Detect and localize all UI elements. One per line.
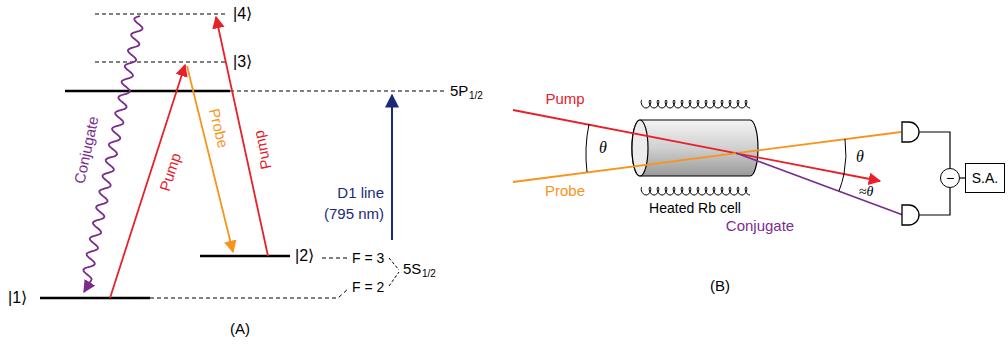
detector-wire [919, 132, 950, 168]
level-leader [230, 91, 444, 92]
pump-beam [513, 110, 880, 181]
level-label: 5P [450, 83, 468, 98]
heater-coil [641, 187, 750, 195]
angle-arc [844, 139, 846, 174]
excited-level [65, 90, 230, 93]
virtual-level [95, 14, 228, 15]
state-label: |1⟩ [8, 290, 27, 306]
pump-transition [110, 65, 185, 298]
heater-coil [641, 100, 750, 108]
level-subscript: 1/2 [422, 269, 436, 279]
wavelength-label: (795 nm) [324, 206, 384, 221]
transition-label: D1 line [337, 185, 384, 200]
level-leader [150, 288, 349, 298]
beam-label: Probe [545, 183, 585, 198]
level-subscript: 1/2 [469, 91, 483, 101]
subtractor-circle: − [940, 168, 960, 188]
beam-label: Pump [157, 151, 183, 193]
angle-label: θ [599, 140, 607, 156]
panel-label: (B) [710, 278, 730, 293]
node-text: S.A. [972, 171, 998, 185]
analyzer-box: S.A. [965, 163, 1005, 193]
d1-arrow [391, 95, 393, 240]
beam-label: Pump [251, 129, 274, 170]
virtual-level [95, 62, 228, 63]
angle-label: ≈θ [859, 185, 874, 199]
energy-levels [40, 14, 444, 298]
cell-label: Heated Rb cell [649, 201, 741, 215]
beam-label: Conjugate [726, 218, 794, 233]
node-text: − [946, 171, 954, 185]
probe-transition [187, 66, 233, 252]
probe-beam [513, 132, 901, 182]
setup [513, 100, 950, 225]
cell-window [632, 120, 648, 176]
hyperfine-label: F = 2 [352, 280, 384, 294]
photodetector [902, 205, 919, 225]
angle-arc [839, 174, 844, 191]
level-leader [322, 258, 348, 259]
level-label: 5S [403, 261, 421, 276]
beam-label: Pump [545, 91, 584, 106]
state-label: |4⟩ [233, 6, 252, 22]
beam-label: Probe [207, 107, 231, 149]
conjugate-beam [736, 153, 903, 215]
state-label: |3⟩ [233, 54, 252, 70]
hyperfine-bracket [389, 258, 399, 270]
rb-cell [632, 120, 758, 176]
beam-label: Conjugate [72, 115, 101, 185]
angle-label: θ [856, 149, 864, 165]
ground-level [200, 255, 290, 258]
angle-arc [586, 124, 589, 172]
photodetector [902, 122, 919, 142]
state-label: |2⟩ [295, 248, 314, 264]
ground-level [40, 297, 150, 300]
detector-wire [919, 188, 950, 215]
hyperfine-label: F = 3 [352, 251, 384, 265]
hyperfine-bracket [389, 272, 399, 286]
panel-label: (A) [230, 321, 250, 336]
